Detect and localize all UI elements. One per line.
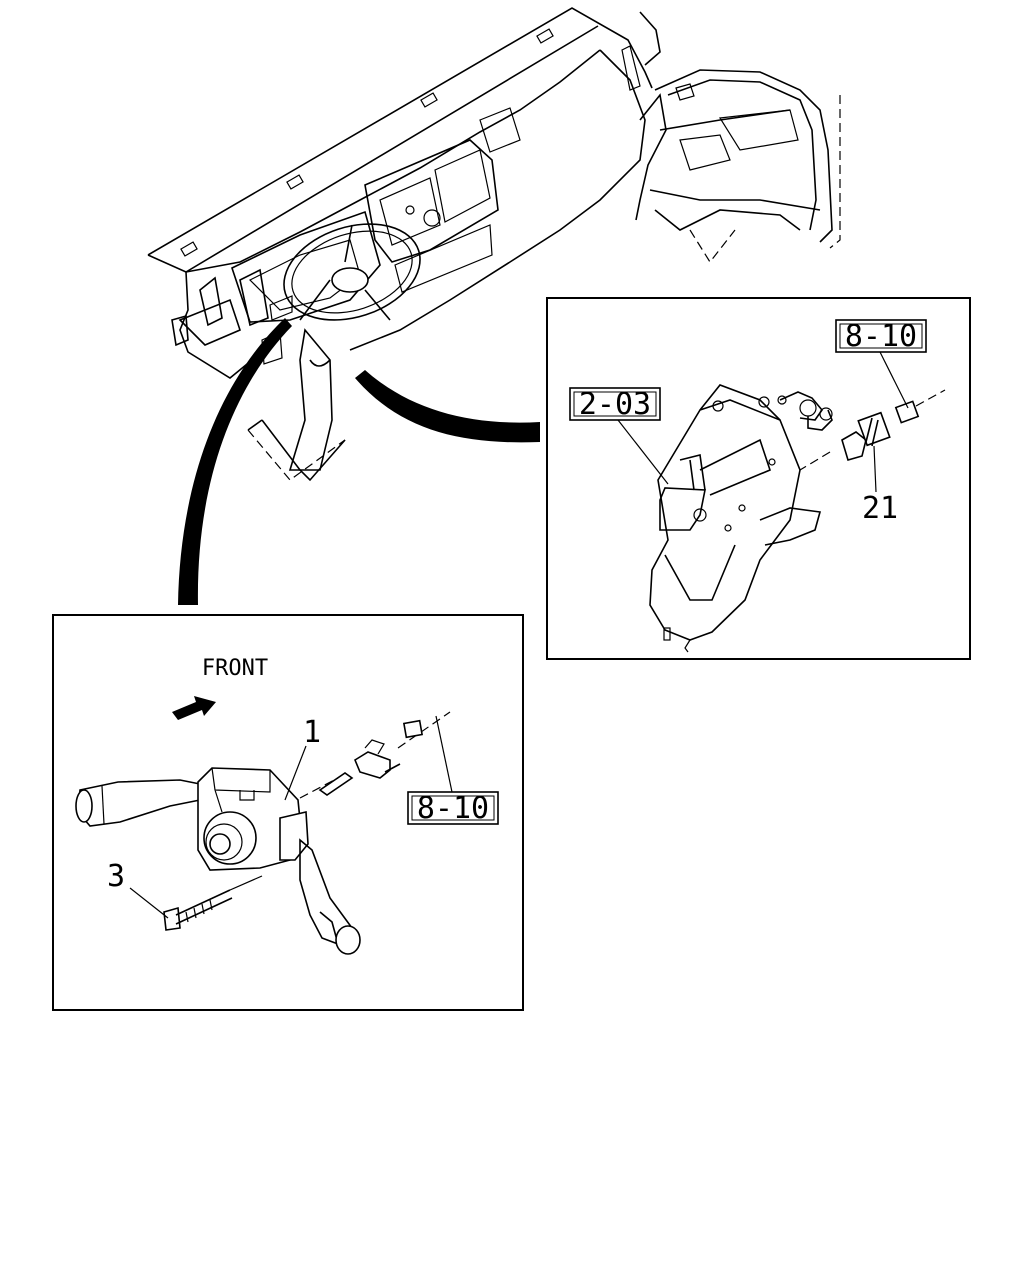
ref-label-2-03: 2-03 <box>579 387 651 422</box>
ref-box-2-03: 2-03 <box>569 387 661 422</box>
leader-8-10-lower <box>435 715 453 793</box>
pedal-detail-panel: 8-10 2-03 21 <box>546 297 971 660</box>
dashboard-overview <box>147 7 841 482</box>
pedal-detail-frame <box>546 297 971 660</box>
part-number-3: 3 <box>107 859 125 894</box>
ref-label-8-10-upper: 8-10 <box>845 319 917 354</box>
callout-arrows <box>178 318 540 605</box>
ref-box-8-10-lower: 8-10 <box>407 791 499 826</box>
leader-part-1 <box>284 745 307 801</box>
combination-switch <box>75 711 451 955</box>
ref-label-8-10-lower: 8-10 <box>417 791 489 826</box>
leader-8-10-upper <box>879 351 909 409</box>
pedal-bracket <box>649 384 833 653</box>
switch-detail-frame <box>52 614 524 1011</box>
front-arrow-icon <box>172 696 216 720</box>
pedal-switch <box>799 389 946 471</box>
combination-switch-panel: FRONT <box>52 614 524 1011</box>
part-number-21: 21 <box>862 491 898 526</box>
leader-21 <box>873 445 877 493</box>
screw <box>163 875 263 931</box>
ref-box-8-10-upper: 8-10 <box>835 319 927 354</box>
leader-part-3 <box>129 887 169 919</box>
part-number-1: 1 <box>303 715 321 750</box>
leader-2-03 <box>617 419 669 485</box>
front-label: FRONT <box>202 656 268 681</box>
